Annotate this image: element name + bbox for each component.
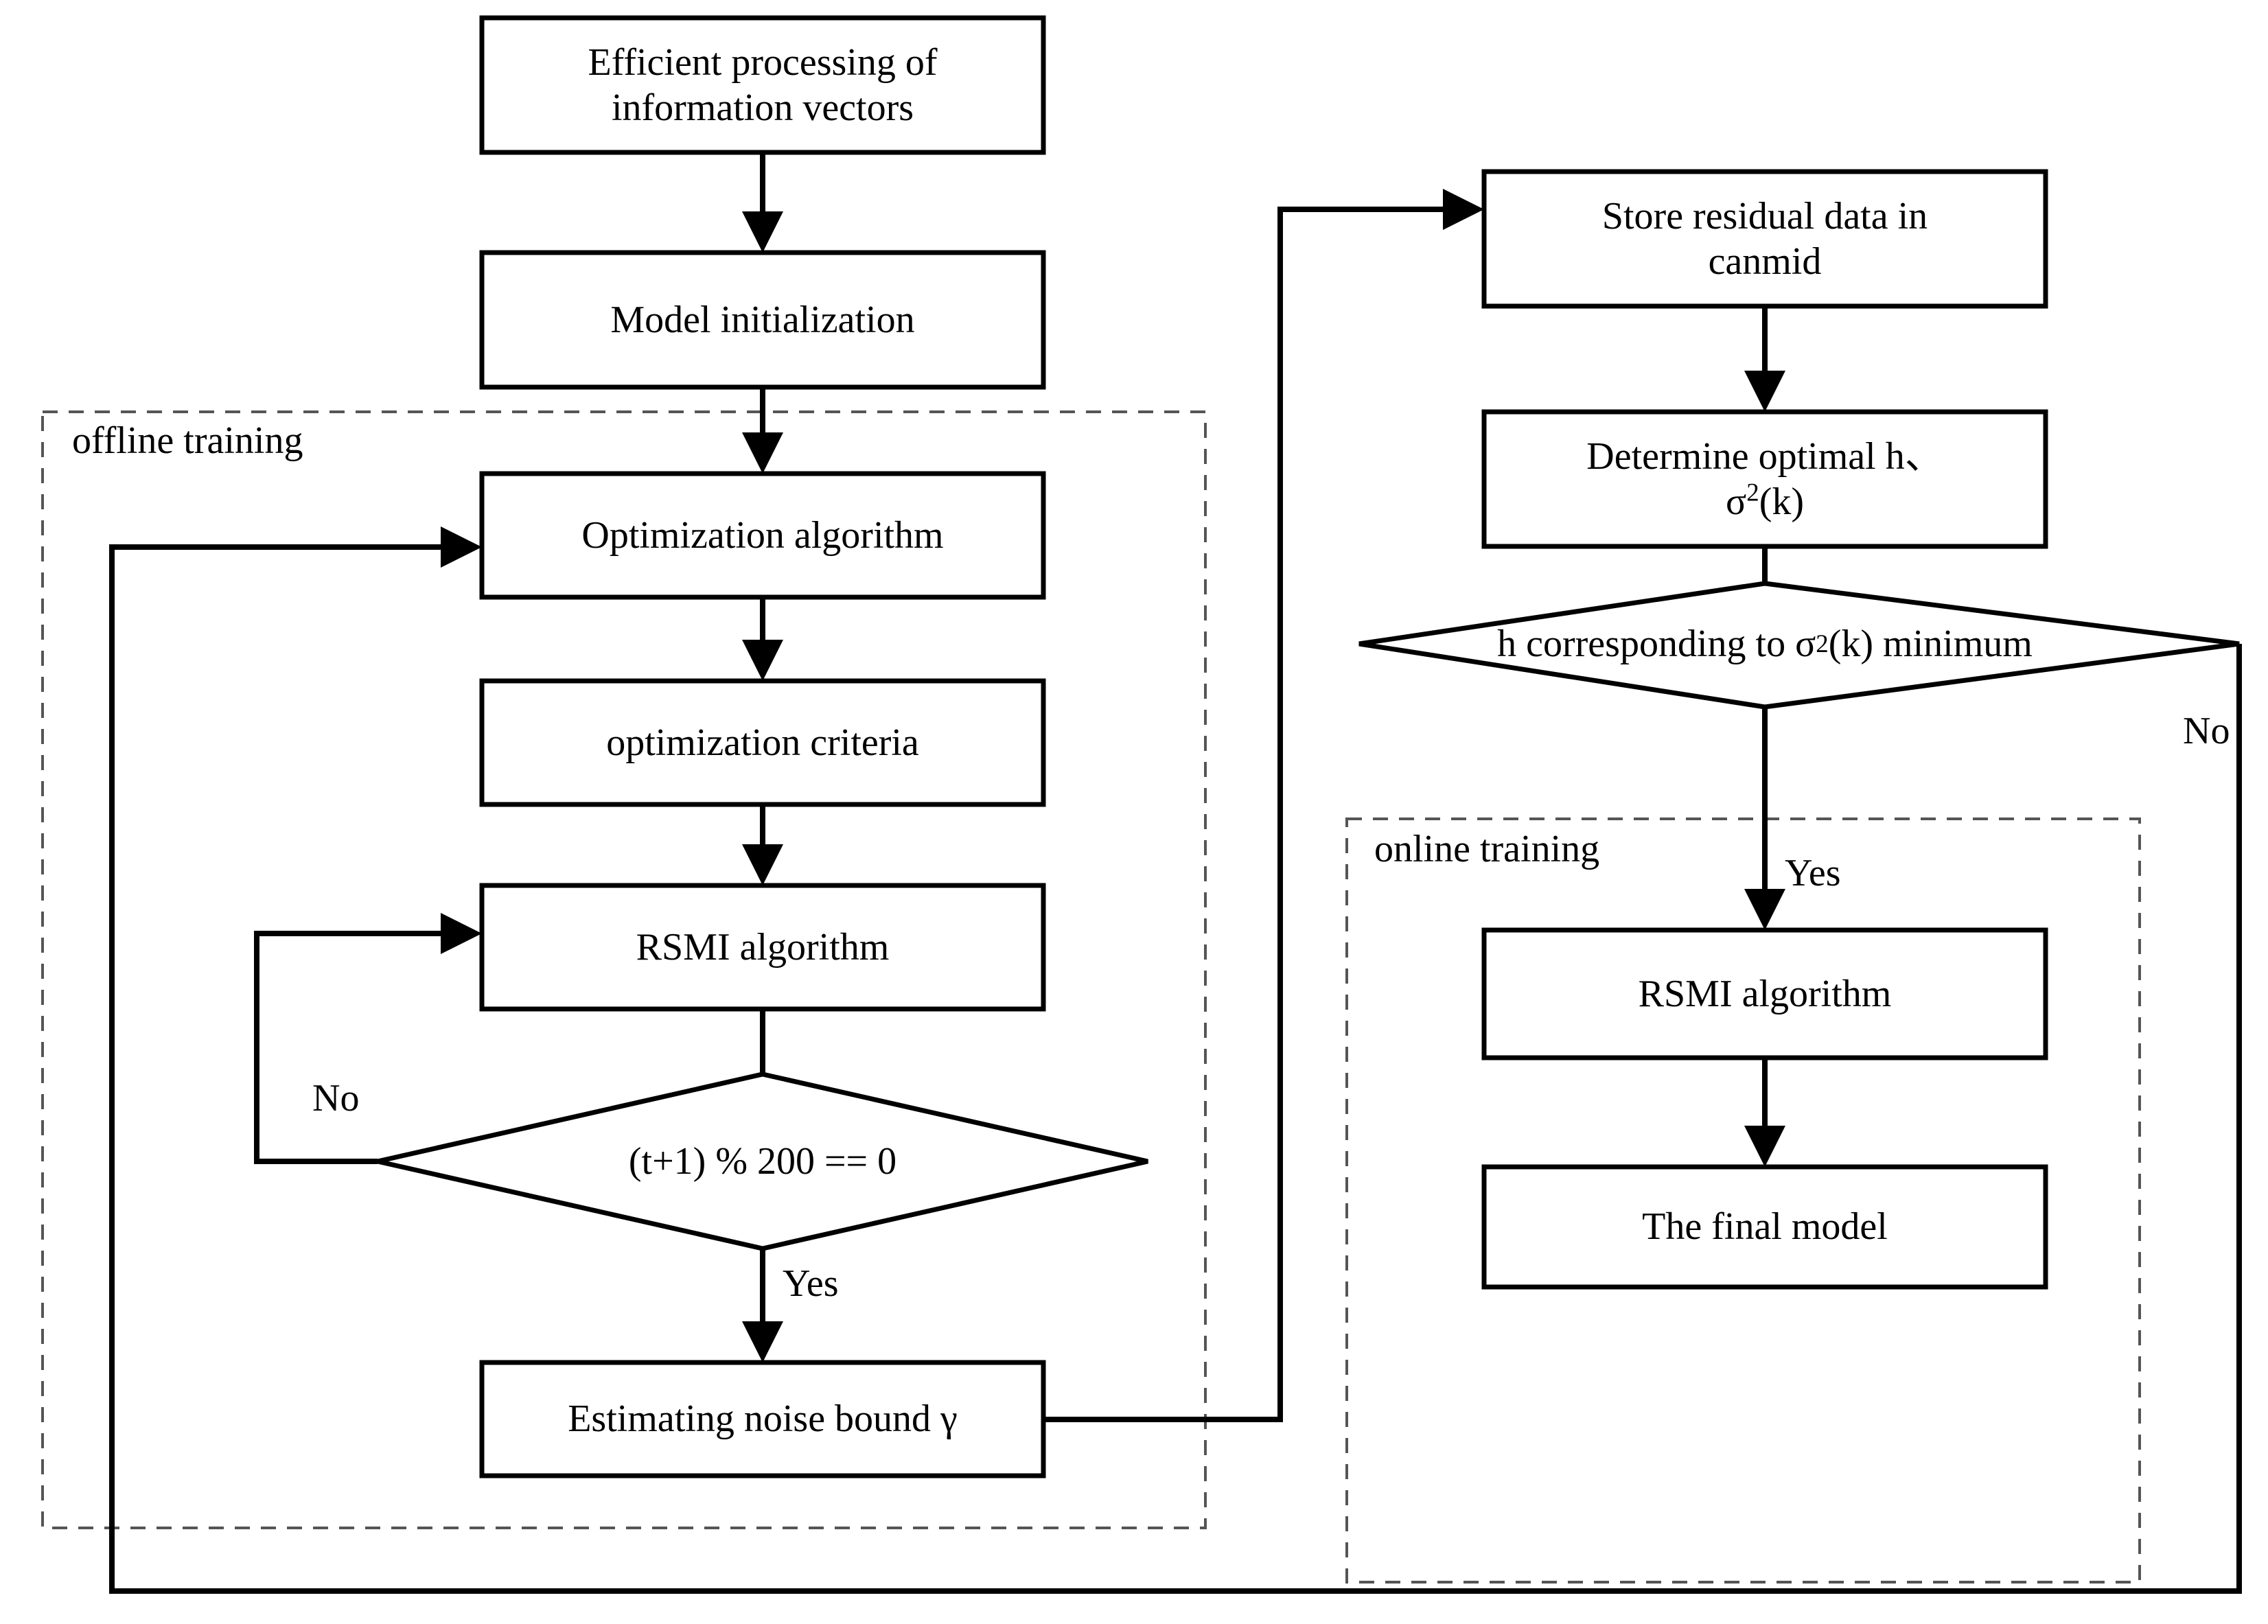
node-estimating-noise-bound[interactable] xyxy=(479,1360,1046,1478)
node-optimization-criteria[interactable] xyxy=(479,678,1046,807)
group-box-offline-training xyxy=(41,410,1207,1529)
node-rsmi-algorithm-online[interactable] xyxy=(1481,927,2048,1060)
node-decision-mod-check[interactable] xyxy=(377,1071,1148,1251)
group-label-offline-training: offline training xyxy=(72,419,303,462)
node-determine-optimal-h[interactable] xyxy=(1481,409,2048,549)
edge-h-minimum-no-global-loop xyxy=(109,544,2242,1594)
edge-decision-no-loop xyxy=(254,931,453,1164)
node-model-initialization[interactable] xyxy=(479,250,1046,390)
node-final-model[interactable] xyxy=(1481,1164,2048,1290)
node-decision-h-minimum[interactable] xyxy=(1358,581,2240,710)
arrowhead-efficient-to-model-init xyxy=(742,211,783,253)
arrowhead-model-init-to-optimization xyxy=(742,432,783,474)
edge-label-mod-check-no: No xyxy=(312,1077,360,1120)
node-store-residual-data[interactable] xyxy=(1481,169,2048,309)
node-rsmi-algorithm-offline[interactable] xyxy=(479,883,1046,1012)
arrowhead-rsmi-online-to-final-model xyxy=(1744,1126,1785,1167)
group-label-online-training: online training xyxy=(1374,828,1600,870)
arrowhead-optimization-to-criteria xyxy=(742,640,783,681)
arrowhead-estimating-to-store-residual xyxy=(1443,189,1484,230)
node-optimization-algorithm[interactable] xyxy=(479,471,1046,600)
node-efficient-processing[interactable] xyxy=(479,15,1046,155)
edge-label-h-minimum-yes: Yes xyxy=(1785,852,1841,894)
edge-label-h-minimum-no: No xyxy=(2183,710,2230,752)
arrowhead-criteria-to-rsmi-offline xyxy=(742,844,783,885)
group-box-online-training xyxy=(1345,817,2141,1584)
edge-estimating-to-store-residual xyxy=(1043,207,1455,1422)
arrowhead-decision-no-loop xyxy=(441,913,482,954)
arrowhead-h-minimum-yes-to-rsmi-online xyxy=(1744,889,1785,930)
arrowhead-store-residual-to-determine xyxy=(1744,371,1785,412)
arrowhead-global-loop-to-optimization xyxy=(441,526,482,568)
arrowhead-decision-yes-to-estimating xyxy=(742,1321,783,1362)
edge-label-mod-check-yes: Yes xyxy=(783,1262,839,1305)
